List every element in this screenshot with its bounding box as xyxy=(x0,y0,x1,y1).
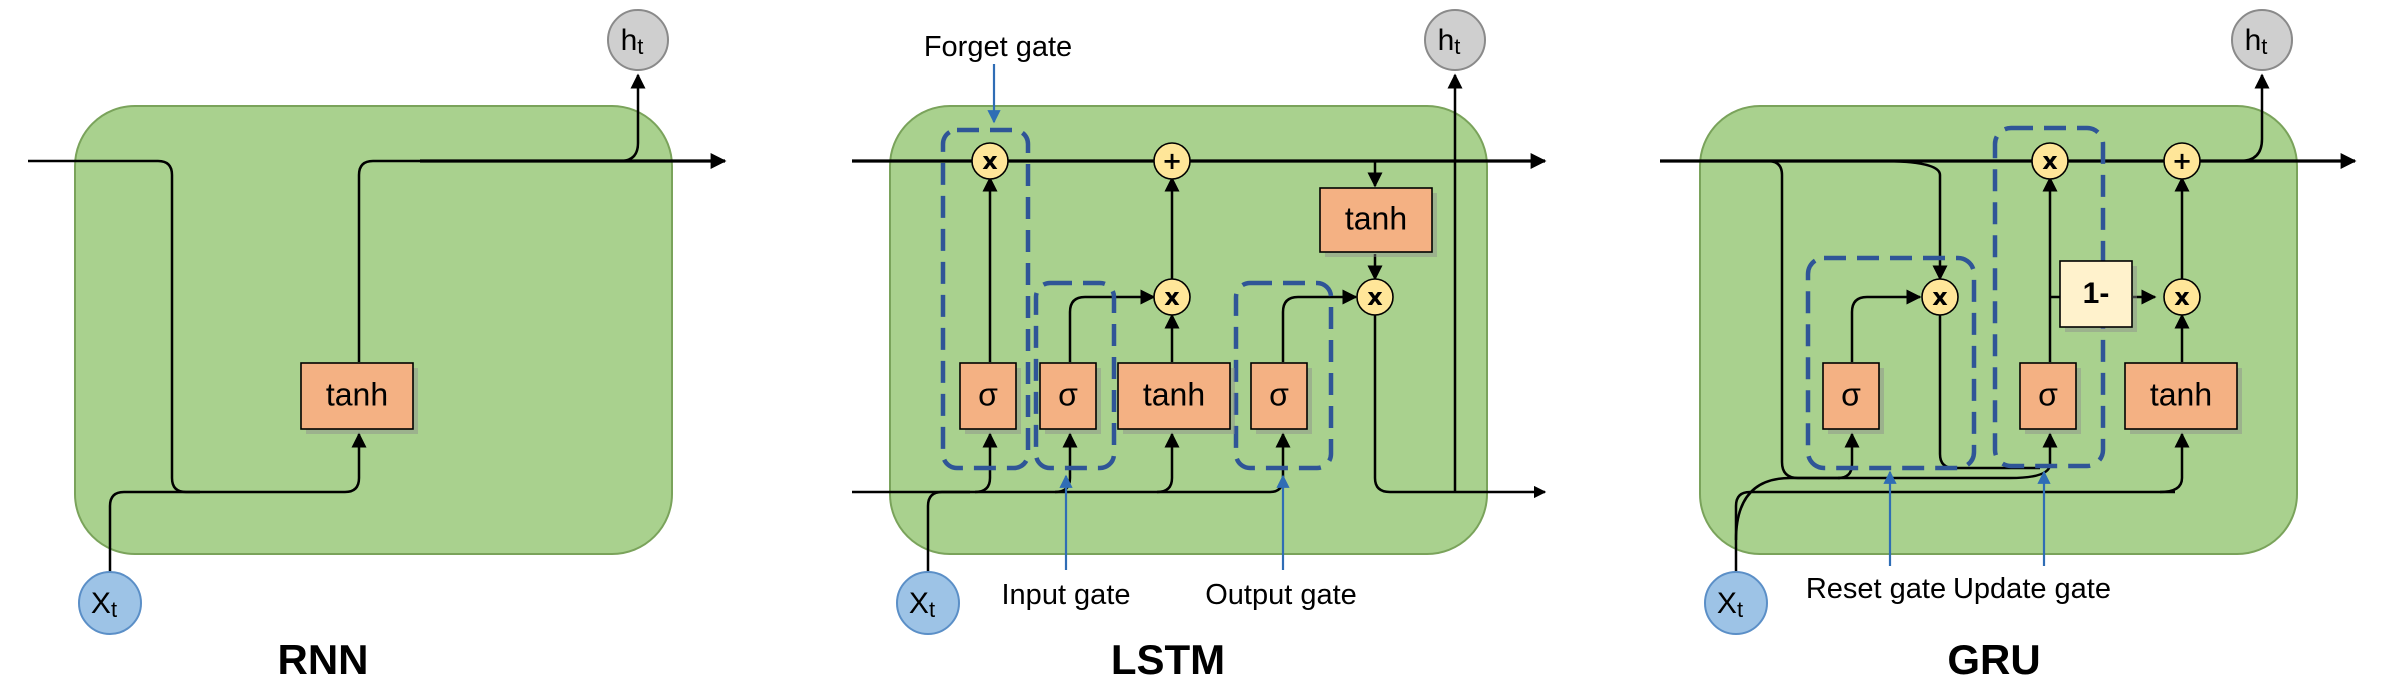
gru-x-symbol: X xyxy=(1717,587,1737,620)
lstm-input-multiply-op xyxy=(1153,278,1191,316)
gru-candidate-multiply-op xyxy=(2163,278,2201,316)
gru-reset-sigma-in xyxy=(1837,432,1860,480)
lstm-panel: σ σ tanh σ tanh x + x x Forget gate Inpu… xyxy=(852,9,1547,683)
lstm-input-gate-outline xyxy=(1033,280,1117,471)
gru-cell-background xyxy=(1699,105,2298,555)
lstm-title: LSTM xyxy=(1111,636,1225,683)
gru-update-sigma-label: σ xyxy=(2038,376,2058,412)
rnn-tanh-output-wire xyxy=(357,159,420,362)
lstm-output-sigma-label: σ xyxy=(1269,376,1289,412)
gru-reset-gate-outline xyxy=(1805,255,1977,471)
lstm-forget-gate-outline xyxy=(940,127,1031,471)
gru-reset-gate-label: Reset gate xyxy=(1806,573,1946,605)
rnn-panel: tanh ht Xt RNN xyxy=(28,9,727,683)
gru-hidden-down-wire xyxy=(1767,159,2010,480)
rnn-x-subscript: t xyxy=(111,597,117,622)
lstm-forget-multiply-op xyxy=(971,142,1009,180)
gru-update-multiply-op xyxy=(2031,142,2069,180)
gru-update-sigma-box xyxy=(2019,362,2077,430)
gru-title: GRU xyxy=(1947,636,2040,683)
lstm-hidden-output-wire xyxy=(1373,315,1547,499)
gru-candidate-multiply-symbol: x xyxy=(2174,283,2190,311)
lstm-tanh-box xyxy=(1117,362,1231,430)
gru-x-input-node: Xt xyxy=(1704,571,1768,635)
lstm-input-multiply-symbol: x xyxy=(1164,283,1180,311)
lstm-input-gate-label: Input gate xyxy=(1002,579,1131,611)
lstm-forget-multiply-symbol: x xyxy=(982,147,998,175)
lstm-output-sigma-box xyxy=(1250,362,1308,430)
gru-update-gate-outline xyxy=(1992,125,2106,469)
rnn-h-output-node: ht xyxy=(607,9,669,71)
gru-tanh-in xyxy=(2159,432,2190,494)
rnn-title: RNN xyxy=(278,636,369,683)
lstm-tanh-in xyxy=(1156,432,1180,494)
gru-update-gate-label: Update gate xyxy=(1953,573,2111,605)
gru-reset-multiply-symbol: x xyxy=(1932,283,1948,311)
lstm-x-subscript: t xyxy=(929,597,935,622)
gru-input-wire-2 xyxy=(1734,476,1840,541)
gru-x-subscript: t xyxy=(1737,597,1743,622)
rnn-x-input-node: Xt xyxy=(78,571,142,635)
rnn-h-subscript: t xyxy=(637,34,643,59)
rnn-tanh-box xyxy=(300,362,414,430)
lstm-x-symbol: X xyxy=(909,587,929,620)
svg-text:Xt: Xt xyxy=(1717,587,1743,622)
gru-add-symbol: + xyxy=(2172,147,2192,175)
svg-text:Xt: Xt xyxy=(91,587,117,622)
svg-text:ht: ht xyxy=(2245,24,2268,59)
gru-h-output-wire xyxy=(2239,73,2270,163)
gru-reset-multiply-op xyxy=(1921,278,1959,316)
svg-text:ht: ht xyxy=(1438,24,1461,59)
lstm-input-wire xyxy=(926,490,970,578)
lstm-input-sigma-label: σ xyxy=(1058,376,1078,412)
rnn-x-symbol: X xyxy=(91,587,111,620)
lstm-h-subscript: t xyxy=(1454,34,1460,59)
gru-one-minus-label: 1- xyxy=(2083,277,2110,310)
gru-tanh-label: tanh xyxy=(2150,376,2212,412)
gru-tanh-box xyxy=(2124,362,2238,430)
gru-reset-sigma-box xyxy=(1822,362,1880,430)
rnn-hidden-state-wire xyxy=(28,159,367,494)
lstm-output-multiply-op xyxy=(1356,278,1394,316)
lstm-input-sigma-out xyxy=(1068,289,1156,362)
svg-text:ht: ht xyxy=(621,24,644,59)
gru-panel: σ σ tanh 1- x + x x Reset gate Update ga… xyxy=(1660,9,2357,683)
lstm-x-input-node: Xt xyxy=(896,571,960,635)
lstm-forget-sigma-in xyxy=(974,432,998,494)
gru-h-subscript: t xyxy=(2261,34,2267,59)
lstm-cell-add-op xyxy=(1153,142,1191,180)
gru-hidden-to-reset-mult xyxy=(1879,159,1948,281)
gru-one-minus-box xyxy=(2059,260,2133,328)
gru-reset-sigma-label: σ xyxy=(1841,376,1861,412)
svg-text:Xt: Xt xyxy=(909,587,935,622)
lstm-input-sigma-box xyxy=(1039,362,1097,430)
lstm-output-gate-label: Output gate xyxy=(1205,579,1357,611)
rnn-tanh-label: tanh xyxy=(326,376,388,412)
lstm-h-output-node: ht xyxy=(1424,9,1486,71)
lstm-output-multiply-symbol: x xyxy=(1367,283,1383,311)
gru-reset-sigma-out xyxy=(1850,289,1922,362)
lstm-forget-gate-label: Forget gate xyxy=(924,31,1072,63)
lstm-tanh-label: tanh xyxy=(1143,376,1205,412)
lstm-h-symbol: h xyxy=(1438,24,1455,57)
gru-h-output-node: ht xyxy=(2231,9,2293,71)
rnn-input-wire xyxy=(108,490,200,578)
lstm-cell-tanh-label: tanh xyxy=(1345,200,1407,236)
rnn-cell-background xyxy=(74,105,673,555)
lstm-cell-add-symbol: + xyxy=(1162,147,1182,175)
lstm-cell-tanh-box xyxy=(1319,187,1433,253)
rnn-h-output-wire xyxy=(619,73,646,163)
rnn-h-symbol: h xyxy=(621,24,638,57)
gru-h-symbol: h xyxy=(2245,24,2262,57)
lstm-output-gate-outline xyxy=(1233,280,1334,471)
lstm-forget-sigma-box xyxy=(959,362,1017,430)
lstm-forget-sigma-label: σ xyxy=(978,376,998,412)
gru-add-op xyxy=(2163,142,2201,180)
lstm-output-sigma-out xyxy=(1281,289,1358,362)
gru-update-multiply-symbol: x xyxy=(2042,147,2058,175)
